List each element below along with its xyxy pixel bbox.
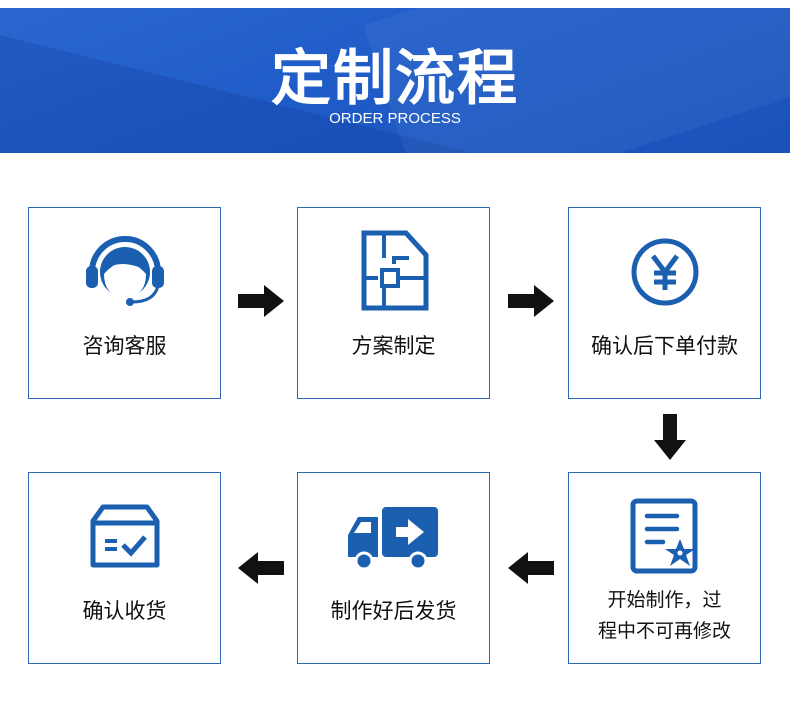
step-label: 制作好后发货 bbox=[330, 599, 457, 623]
step-label: 开始制作，过 程中不可再修改 bbox=[597, 589, 731, 642]
yen-icon bbox=[631, 238, 698, 306]
header-banner: 定制流程 ORDER PROCESS bbox=[0, 8, 790, 153]
arrow-left-icon bbox=[238, 552, 284, 584]
arrow-right-icon bbox=[238, 285, 284, 317]
box-check-icon bbox=[90, 504, 159, 568]
step-ship: 制作好后发货 bbox=[297, 472, 490, 664]
page-subtitle: ORDER PROCESS bbox=[329, 110, 461, 127]
delivery-truck-icon bbox=[347, 507, 438, 571]
arrow-right-icon bbox=[508, 285, 554, 317]
floor-plan-icon bbox=[361, 230, 428, 311]
step-label: 确认后下单付款 bbox=[591, 334, 738, 358]
step-plan-design: 方案制定 bbox=[297, 207, 490, 399]
step-consult-service: 咨询客服 bbox=[28, 207, 221, 399]
step-label: 方案制定 bbox=[351, 334, 436, 358]
step-label: 咨询客服 bbox=[82, 334, 167, 358]
page-title: 定制流程 bbox=[271, 44, 519, 114]
step-label: 确认收货 bbox=[82, 599, 167, 623]
arrow-left-icon bbox=[508, 552, 554, 584]
customer-service-headset-icon bbox=[85, 236, 164, 306]
step-start-production: 开始制作，过 程中不可再修改 bbox=[568, 472, 761, 664]
step-confirm-pay: 确认后下单付款 bbox=[568, 207, 761, 399]
arrow-down-icon bbox=[654, 414, 686, 460]
step-confirm-receipt: 确认收货 bbox=[28, 472, 221, 664]
document-star-icon bbox=[630, 498, 697, 574]
